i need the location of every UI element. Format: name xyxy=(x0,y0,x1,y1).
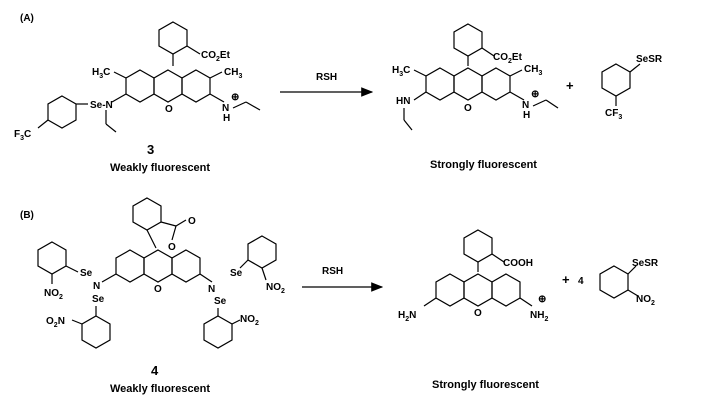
product-b-sesr-label: SeSR xyxy=(632,258,659,269)
h2n-label: H2N xyxy=(398,310,416,323)
compound-3-number: 3 xyxy=(147,142,154,157)
xanthene-right-ring xyxy=(181,69,211,103)
product-a-cf3-label: CF3 xyxy=(605,108,622,121)
left-n-label: N xyxy=(93,281,100,292)
product-a-methyl-right: CH3 xyxy=(524,64,542,77)
right-top-no2: NO2 xyxy=(266,282,285,295)
left-se-top: Se xyxy=(80,268,93,279)
lactone-ring-o: O xyxy=(168,242,176,253)
product-b-selenosulfide: SeSR NO2 xyxy=(599,258,659,307)
methyl-left-label: H3C xyxy=(92,67,110,80)
xanthene-center-ring xyxy=(153,69,183,103)
compound-4-oxygen: O xyxy=(154,284,162,295)
methyl-right-label: CH3 xyxy=(224,67,242,80)
panel-b-plus: + xyxy=(562,272,570,287)
left-se-bottom: Se xyxy=(92,294,105,305)
compound-4-caption: Weakly fluorescent xyxy=(110,383,210,395)
product-a-charge: ⊕ xyxy=(531,89,539,100)
left-bottom-o2n: O2N xyxy=(46,316,65,329)
iminium-h-label: H xyxy=(223,113,230,124)
product-a-methyl-left: H3C xyxy=(392,65,410,78)
lactone-o: O xyxy=(188,216,196,227)
panel-b-tag: (B) xyxy=(20,210,34,221)
nh2-label: NH2 xyxy=(530,310,548,323)
product-a-selenosulfide: SeSR CF3 xyxy=(601,54,663,121)
cooh-label: COOH xyxy=(503,258,533,269)
product-b-oxygen: O xyxy=(474,308,482,319)
panel-a-plus: + xyxy=(566,78,574,93)
product-a-n-label: N xyxy=(522,100,529,111)
right-n-label: N xyxy=(208,284,215,295)
panel-a-tag: (A) xyxy=(20,13,34,24)
product-b-caption: Strongly fluorescent xyxy=(432,379,539,391)
product-a-oxygen: O xyxy=(464,103,472,114)
compound-4-number: 4 xyxy=(151,363,159,378)
ester-label: CO2Et xyxy=(201,50,231,63)
product-a-rhodamine: CO2Et O H3C CH3 HN N H ⊕ xyxy=(392,23,559,131)
panel-b-coefficient: 4 xyxy=(578,276,584,287)
product-a-h-label: H xyxy=(523,110,530,121)
trifluoromethylphenyl-ring xyxy=(47,95,77,129)
xanthene-oxygen: O xyxy=(165,104,173,115)
compound-3-structure: CO2Et O H3C CH3 Se-N F3C N H ⊕ xyxy=(14,21,261,142)
product-b-rhodamine: COOH O H2N NH2 ⊕ xyxy=(398,229,548,323)
product-a-ester-label: CO2Et xyxy=(493,52,523,65)
product-a-hn-label: HN xyxy=(396,96,410,107)
compound-4-structure: O O O N Se Se NO2 O2N N Se Se NO2 NO2 xyxy=(37,197,285,349)
xanthene-left-ring xyxy=(125,69,155,103)
compound-3-caption: Weakly fluorescent xyxy=(110,162,210,174)
product-a-caption: Strongly fluorescent xyxy=(430,159,537,171)
selenium-n-label: Se-N xyxy=(90,100,113,111)
left-top-no2: NO2 xyxy=(44,288,63,301)
panel-a-reagent: RSH xyxy=(316,72,337,83)
benzoate-ring xyxy=(158,21,188,55)
cf3-left-label: F3C xyxy=(14,129,31,142)
charge-symbol: ⊕ xyxy=(231,92,239,103)
panel-b-reagent: RSH xyxy=(322,266,343,277)
product-a-sesr-label: SeSR xyxy=(636,54,663,65)
right-se-bottom: Se xyxy=(214,296,227,307)
iminium-n-label: N xyxy=(222,103,229,114)
product-b-no2-label: NO2 xyxy=(636,294,655,307)
right-bottom-no2: NO2 xyxy=(240,314,259,327)
product-b-charge: ⊕ xyxy=(538,294,546,305)
right-se-top: Se xyxy=(230,268,243,279)
